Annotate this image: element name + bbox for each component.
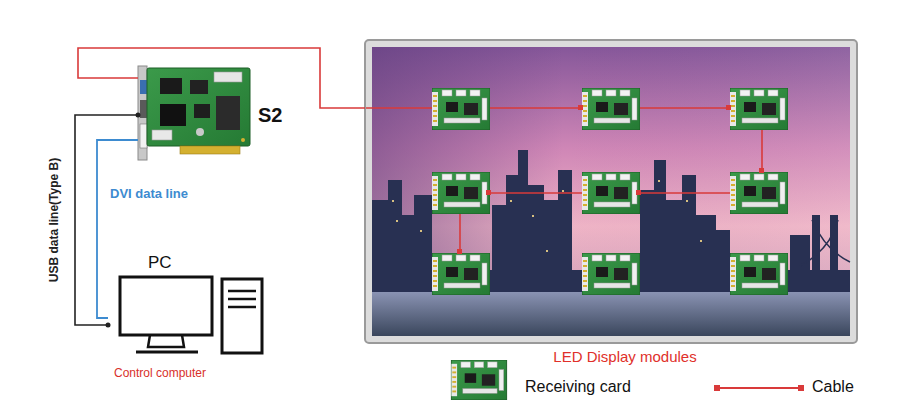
- cable-connector: [78, 48, 365, 108]
- card-label: S2: [258, 104, 282, 127]
- legend-text: Receiving card: [525, 378, 631, 396]
- cable-label: USB data line(Type B): [48, 156, 62, 284]
- computer-icon: [120, 277, 262, 353]
- cable-connector: [75, 113, 141, 328]
- legend-text: Cable: [812, 378, 854, 396]
- led-display: [365, 40, 857, 343]
- cable-connector: [97, 140, 138, 318]
- computer-label: PC: [148, 253, 172, 273]
- computer-caption: Control computer: [114, 367, 206, 381]
- display-caption: LED Display modules: [553, 348, 696, 365]
- legend-cable-sample: [714, 385, 804, 391]
- led-display: LED Display modules: [365, 40, 857, 343]
- sending-card: S2: [138, 66, 250, 158]
- legend-card-sample: [451, 360, 506, 400]
- control-computer: PCControl computer: [118, 275, 264, 355]
- cable-label: DVI data line: [108, 187, 190, 202]
- sending-card: [138, 66, 250, 160]
